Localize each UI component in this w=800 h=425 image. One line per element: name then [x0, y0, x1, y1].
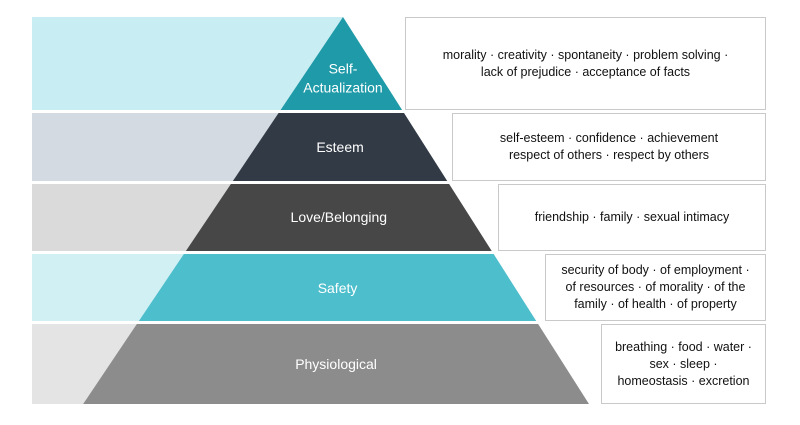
- tier-label-line: Self-: [329, 61, 358, 77]
- tier-label-line: Safety: [318, 280, 358, 296]
- description-line: respect of others · respect by others: [508, 148, 710, 162]
- description-box-safety: security of body · of employment · of res…: [545, 254, 766, 321]
- pyramid-tier-esteem: [232, 113, 448, 181]
- description-text: friendship · family · sexual intimacy: [535, 209, 730, 226]
- background-band-self-actualization: [32, 17, 343, 110]
- background-band-esteem: [32, 113, 279, 181]
- description-line: of resources · of morality · of the: [565, 280, 746, 294]
- tier-label-line: Actualization: [303, 80, 382, 96]
- description-line: breathing · food · water ·: [615, 339, 752, 354]
- tier-label-line: Esteem: [316, 139, 363, 155]
- background-band-safety: [32, 254, 184, 321]
- description-box-physiological: breathing · food · water · sex · sleep · h…: [601, 324, 766, 404]
- pyramid-tier-love-belonging: [185, 184, 492, 251]
- pyramid-level-self-actualization: Self- Actualization: [32, 17, 403, 110]
- pyramid-level-esteem: Esteem: [32, 113, 448, 181]
- description-box-self-actualization: morality · creativity · spontaneity · pr…: [405, 17, 766, 110]
- description-box-esteem: self-esteem · confidence · achievement re…: [452, 113, 766, 181]
- description-line: family · of health · of property: [574, 297, 737, 311]
- tier-label-love-belonging: Love/Belonging: [291, 209, 388, 225]
- tier-label-esteem: Esteem: [316, 139, 363, 155]
- description-text: morality · creativity · spontaneity · pr…: [443, 47, 729, 81]
- description-line: self-esteem · confidence · achievement: [499, 131, 719, 145]
- description-line: security of body · of employment ·: [561, 263, 750, 277]
- pyramid-tier-physiological: [83, 324, 589, 404]
- pyramid-level-love-belonging: Love/Belonging: [32, 184, 492, 251]
- description-box-love-belonging: friendship · family · sexual intimacy: [498, 184, 766, 251]
- pyramid-level-physiological: Physiological: [32, 324, 589, 404]
- description-line: friendship · family · sexual intimacy: [534, 210, 730, 224]
- description-line: lack of prejudice · acceptance of facts: [480, 64, 691, 79]
- tier-label-line: Love/Belonging: [291, 209, 388, 225]
- background-band-physiological: [32, 324, 137, 404]
- tier-label-line: Physiological: [295, 356, 377, 372]
- tier-label-safety: Safety: [318, 280, 358, 296]
- tier-label-self-actualization: Self- Actualization: [303, 61, 382, 96]
- background-band-love-belonging: [32, 184, 231, 251]
- description-text: breathing · food · water · sex · sleep · h…: [615, 339, 752, 390]
- description-line: sex · sleep ·: [649, 356, 718, 371]
- tier-label-physiological: Physiological: [295, 356, 377, 372]
- description-text: self-esteem · confidence · achievement re…: [500, 130, 718, 164]
- description-line: homeostasis · excretion: [617, 373, 750, 388]
- pyramid-tier-self-actualization: [280, 17, 403, 110]
- description-line: morality · creativity · spontaneity · pr…: [442, 47, 729, 62]
- pyramid-tier-safety: [138, 254, 537, 321]
- description-text: security of body · of employment · of res…: [561, 262, 749, 313]
- pyramid-level-safety: Safety: [32, 254, 537, 321]
